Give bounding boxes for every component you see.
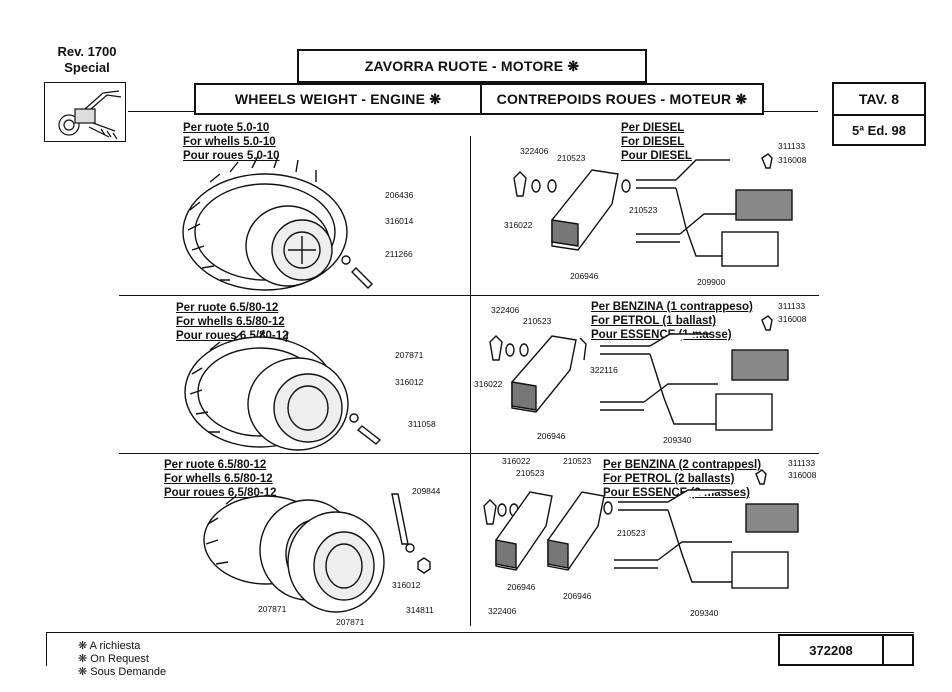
part-209844: 209844 [412, 486, 441, 496]
title-english: WHEELS WEIGHT - ENGINE ❋ [194, 83, 482, 115]
wheel-3-captions: Per ruote 6.5/80-12 For whells 6.5/80-12… [164, 459, 277, 499]
part-207871-a: 207871 [258, 604, 287, 614]
part-311133: 311133 [778, 141, 806, 151]
part-207871-b: 207871 [336, 617, 365, 627]
part-316014: 316014 [385, 216, 414, 226]
engine-3-drawing [483, 469, 799, 589]
part-210523-b: 210523 [629, 205, 658, 215]
part-206436: 206436 [385, 190, 414, 200]
part-316008-b: 316008 [778, 314, 807, 324]
table-number: TAV. 8 [832, 82, 926, 116]
wheel-1-drawing [182, 155, 373, 291]
part-206946: 206946 [570, 271, 599, 281]
engine-1-drawing [513, 153, 793, 267]
part-210523-f: 210523 [617, 528, 646, 538]
revision-block: Rev. 1700 Special [44, 44, 130, 76]
tiller-icon [58, 90, 122, 140]
part-311058: 311058 [408, 419, 436, 429]
wheel-1-captions: Per ruote 5.0-10 For whells 5.0-10 Pour … [183, 122, 280, 162]
part-316022: 316022 [504, 220, 533, 230]
legend-french: ❋ Sous Demande [78, 666, 167, 678]
part-311133-b: 311133 [778, 301, 806, 311]
part-316008-c: 316008 [788, 470, 817, 480]
part-316022-b: 316022 [474, 379, 503, 389]
drawing-code: 372208 [778, 634, 884, 666]
edition-label: 5ª Ed. 98 [832, 114, 926, 146]
part-210523-e: 210523 [563, 456, 592, 466]
tiller-thumbnail [44, 82, 126, 142]
part-207871: 207871 [395, 350, 424, 360]
wheel-3-drawing [203, 493, 431, 613]
part-316008: 316008 [778, 155, 807, 165]
legend-italian: ❋ A richiesta [78, 640, 141, 652]
part-210523-d: 210523 [516, 468, 545, 478]
part-316012-b: 316012 [392, 580, 421, 590]
part-206946-d: 206946 [563, 591, 592, 601]
engine-1-captions: Per DIESEL For DIESEL Pour DIESEL [621, 122, 692, 162]
wheel-2-drawing [184, 329, 382, 451]
part-206946-c: 206946 [507, 582, 536, 592]
part-210523-c: 210523 [523, 316, 552, 326]
part-210523: 210523 [557, 153, 586, 163]
title-italian: ZAVORRA RUOTE - MOTORE ❋ [297, 49, 647, 83]
part-206946-b: 206946 [537, 431, 566, 441]
footer-frame [46, 632, 914, 666]
footer-end-box [882, 634, 914, 666]
title-french: CONTREPOIDS ROUES - MOTEUR ❋ [480, 83, 764, 115]
part-316022-c: 316022 [502, 456, 531, 466]
part-209340-b: 209340 [690, 608, 719, 618]
part-322406: 322406 [520, 146, 549, 156]
model-label: Special [64, 60, 110, 75]
footer-legend: ❋ A richiesta ❋ On Request ❋ Sous Demand… [78, 640, 166, 679]
legend-english: ❋ On Request [78, 653, 149, 665]
revision-label: Rev. 1700 [57, 44, 117, 59]
part-211266: 211266 [385, 249, 413, 259]
part-311133-c: 311133 [788, 458, 816, 468]
part-322406-c: 322406 [488, 606, 517, 616]
part-322406-b: 322406 [491, 305, 520, 315]
engine-2-captions: Per BENZINA (1 contrappeso) For PETROL (… [591, 301, 753, 341]
part-209340: 209340 [663, 435, 692, 445]
section-divider-1 [119, 295, 819, 296]
engine-2-drawing [489, 315, 789, 431]
part-322116: 322116 [590, 365, 618, 375]
part-316012: 316012 [395, 377, 424, 387]
part-209900: 209900 [697, 277, 726, 287]
section-divider-2 [119, 453, 819, 454]
part-314811: 314811 [406, 605, 434, 615]
column-divider [470, 136, 471, 626]
